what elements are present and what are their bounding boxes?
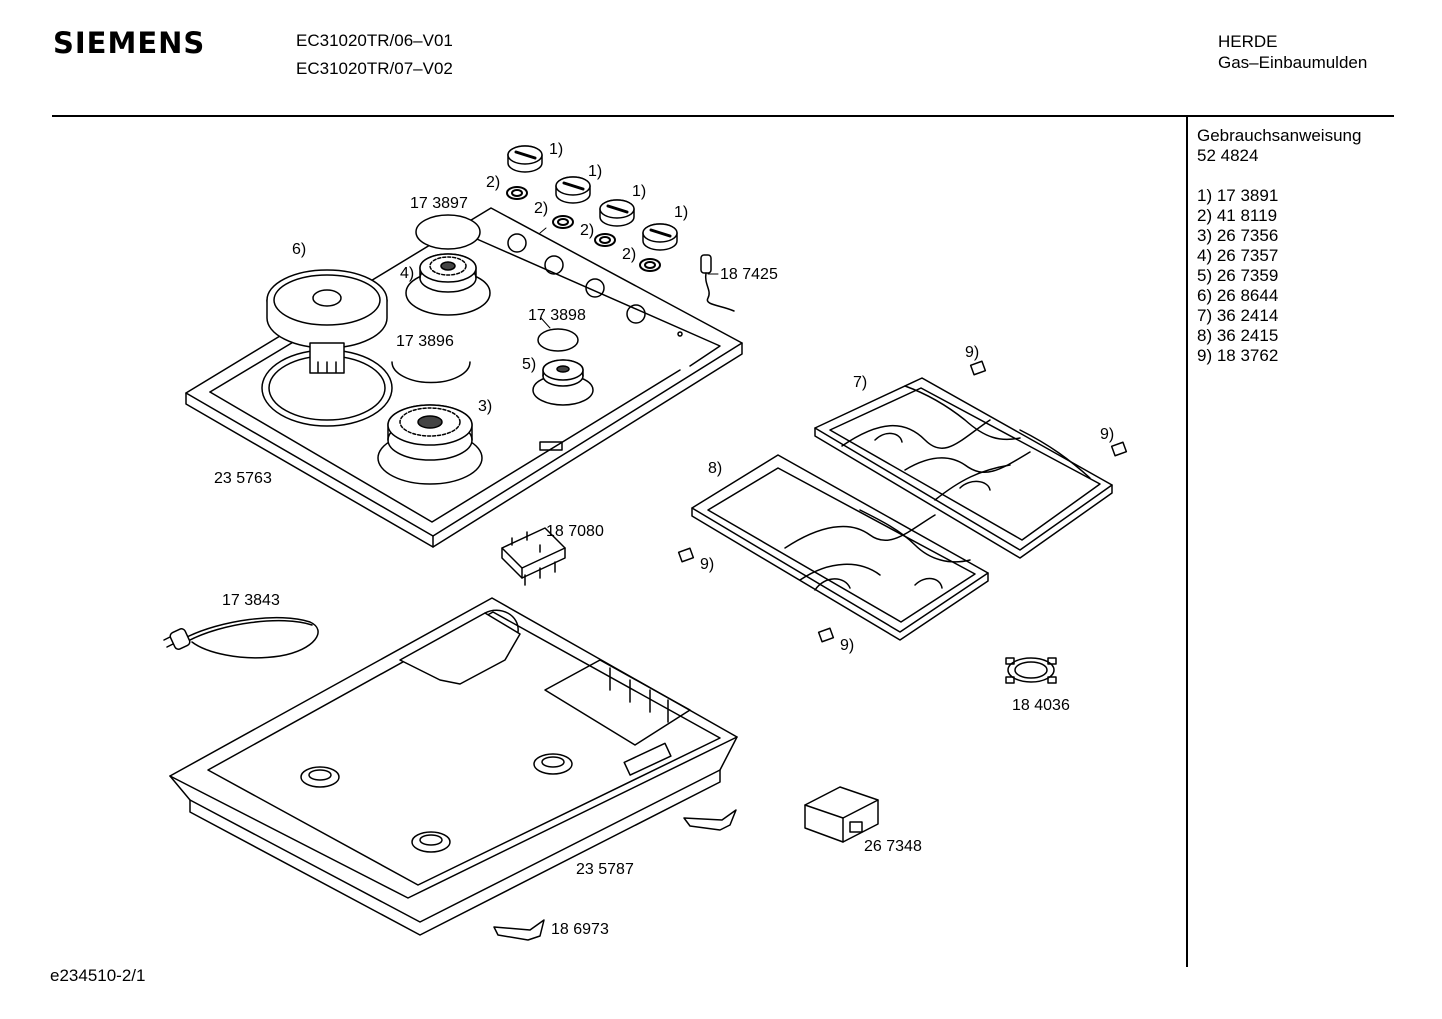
callout-knob: 1) — [588, 163, 603, 180]
burner-medium — [406, 215, 490, 315]
callout-burner-large: 3) — [478, 398, 493, 415]
sidebar-divider — [1186, 117, 1188, 967]
part-number-thermocouple: 18 7425 — [720, 266, 778, 283]
callout-knob-ring: 2) — [580, 222, 595, 239]
manual-title: Gebrauchsanweisung — [1197, 126, 1362, 145]
header-divider — [52, 115, 1394, 117]
part-number-power-cord: 17 3843 — [222, 592, 280, 609]
pan-support-single — [692, 455, 988, 640]
rubber-feet — [679, 361, 1127, 642]
knob-rings — [507, 187, 660, 271]
thermocouple — [701, 255, 734, 311]
hob-top-plate — [186, 208, 742, 547]
parts-list-item: 6) 26 8644 — [1197, 286, 1279, 305]
pan-support-double — [815, 378, 1112, 558]
callout-grid-double: 7) — [853, 374, 868, 391]
callout-foot: 9) — [700, 556, 715, 573]
callout-grid-single: 8) — [708, 460, 723, 477]
callout-knob-ring: 2) — [486, 174, 501, 191]
callout-knob: 1) — [674, 204, 689, 221]
part-number-clamp: 18 6973 — [551, 921, 609, 938]
callout-burner-small: 5) — [522, 356, 537, 373]
part-number-cap-medium: 17 3896 — [396, 333, 454, 350]
burner-large — [378, 405, 482, 484]
callout-foot: 9) — [840, 637, 855, 654]
callout-knob-ring: 2) — [534, 200, 549, 217]
model-number-2: EC31020TR/07–V02 — [296, 59, 453, 78]
knob — [508, 146, 542, 172]
category-title: HERDE — [1218, 32, 1278, 51]
part-number-housing: 23 5787 — [576, 861, 634, 878]
brand-logo: SIEMENS — [53, 26, 206, 60]
parts-list-item: 1) 17 3891 — [1197, 186, 1279, 205]
callout-hotplate: 6) — [292, 241, 307, 258]
wok-ring — [1006, 658, 1056, 683]
knob — [600, 200, 634, 226]
parts-list-item: 3) 26 7356 — [1197, 226, 1279, 245]
manual-number: 52 4824 — [1197, 146, 1259, 165]
part-number-cap-small: 17 3898 — [528, 307, 586, 324]
parts-list-item: 9) 18 3762 — [1197, 346, 1279, 365]
part-number-wok-ring: 18 4036 — [1012, 697, 1070, 714]
control-knobs — [508, 146, 677, 250]
model-number-1: EC31020TR/06–V01 — [296, 31, 453, 50]
ignition-switch — [502, 528, 565, 585]
parts-list-item: 4) 26 7357 — [1197, 246, 1279, 265]
leader-lines — [540, 228, 718, 328]
callout-knob: 1) — [549, 141, 564, 158]
housing-tray — [170, 598, 737, 935]
part-number-spark-module: 26 7348 — [864, 838, 922, 855]
callout-burner-medium: 4) — [400, 265, 415, 282]
parts-list-item: 2) 41 8119 — [1197, 206, 1278, 225]
parts-list-item: 8) 36 2415 — [1197, 326, 1279, 345]
callout-knob-ring: 2) — [622, 246, 637, 263]
spark-generator — [805, 787, 878, 842]
knob — [643, 224, 677, 250]
fixing-clamp — [494, 810, 736, 940]
callout-foot: 9) — [1100, 426, 1115, 443]
parts-list: 1) 17 3891 2) 41 8119 3) 26 7356 4) 26 7… — [1197, 186, 1278, 366]
manual-label: Gebrauchsanweisung 52 4824 — [1197, 126, 1361, 166]
knob — [556, 177, 590, 203]
parts-list-item: 5) 26 7359 — [1197, 266, 1279, 285]
burner-small — [533, 329, 593, 405]
callout-foot: 9) — [965, 344, 980, 361]
document-code: e234510-2/1 — [50, 966, 146, 985]
part-number-ignition-switch: 18 7080 — [546, 523, 604, 540]
callout-knob: 1) — [632, 183, 647, 200]
parts-list-item: 7) 36 2414 — [1197, 306, 1279, 325]
burner-cap-medium — [392, 362, 470, 383]
power-cord — [164, 618, 318, 658]
hotplate — [262, 270, 392, 426]
category-subtitle: Gas–Einbaumulden — [1218, 53, 1368, 72]
part-number-cap-large: 17 3897 — [410, 195, 468, 212]
part-number-hob-top: 23 5763 — [214, 470, 272, 487]
